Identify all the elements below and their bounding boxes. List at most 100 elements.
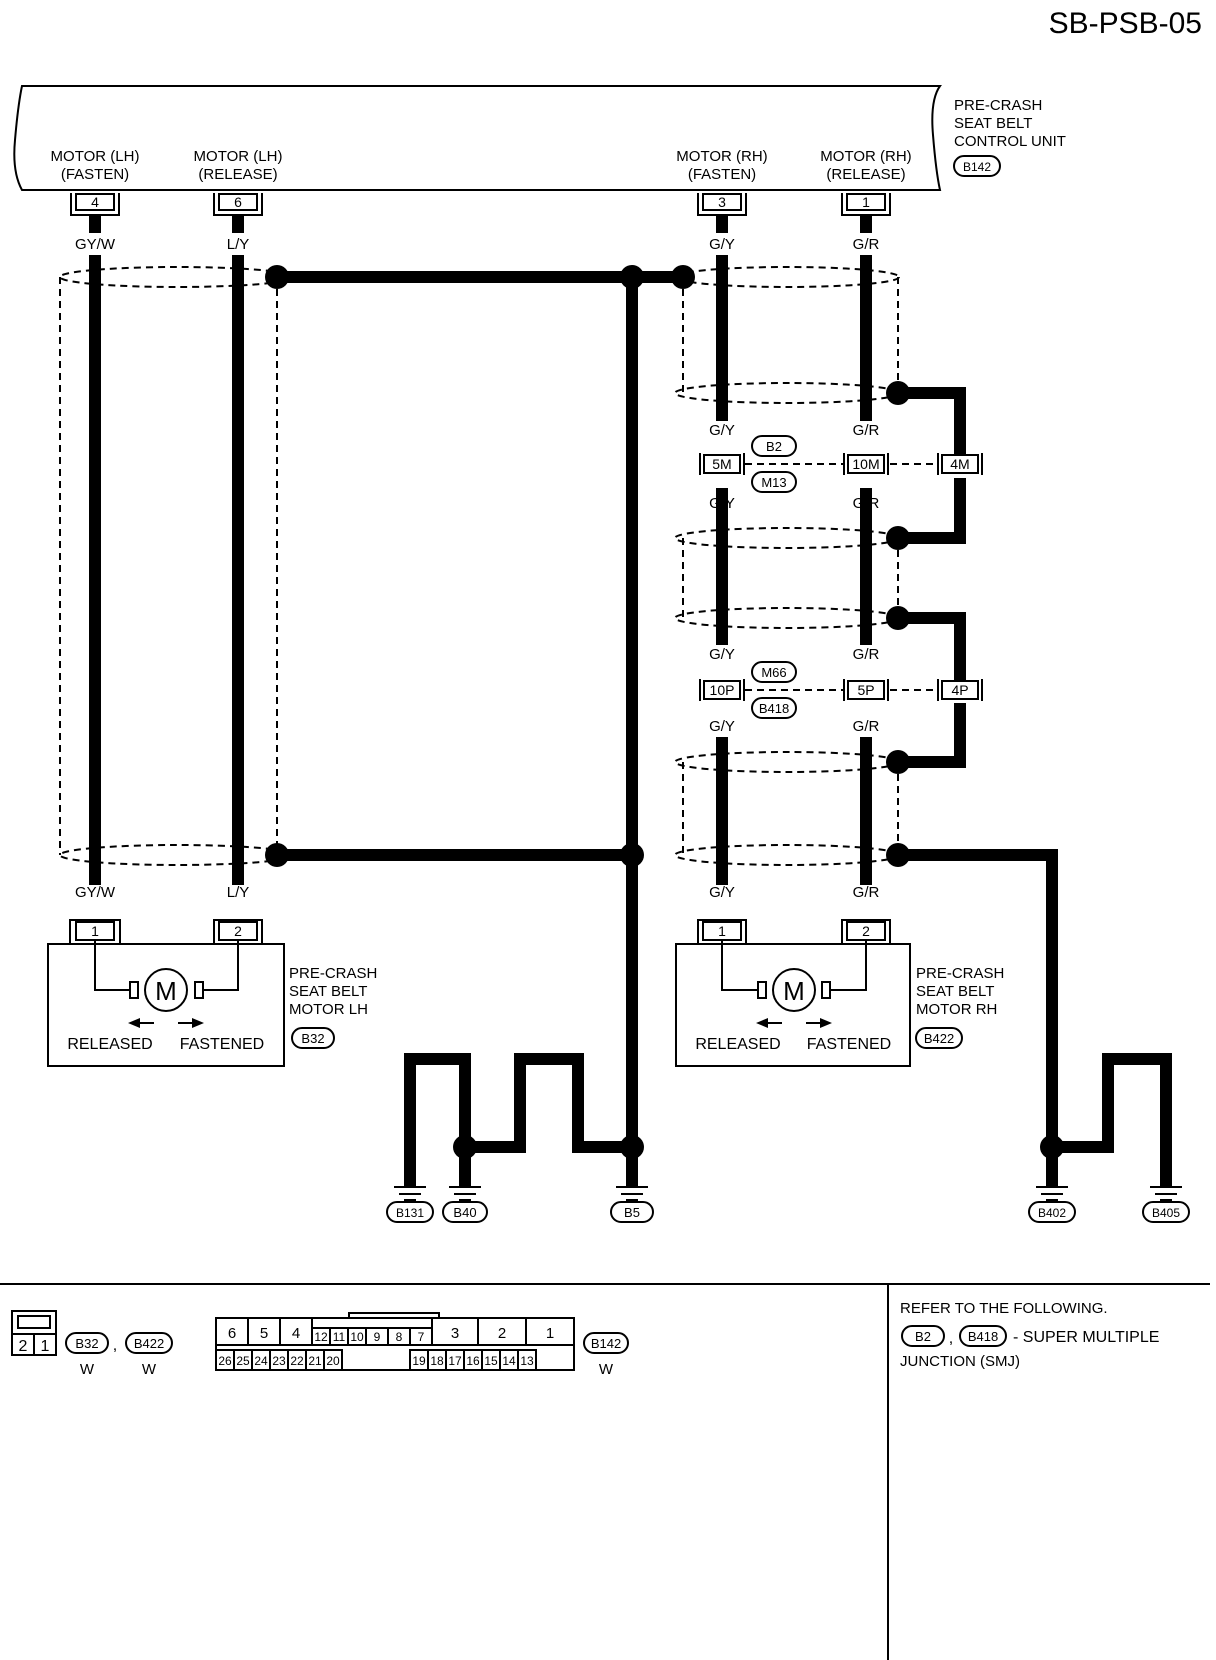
svg-text:FASTENED: FASTENED bbox=[180, 1036, 264, 1053]
svg-text:B405: B405 bbox=[1152, 1206, 1180, 1220]
reference-note: REFER TO THE FOLLOWING. B2 , B418 - SUPE… bbox=[900, 1300, 1159, 1370]
svg-text:GY/W: GY/W bbox=[75, 236, 116, 253]
cavity bbox=[323, 1349, 343, 1371]
terminal-labels: MOTOR (LH) (FASTEN) MOTOR (LH) (RELEASE)… bbox=[51, 148, 912, 183]
svg-text:B40: B40 bbox=[453, 1205, 476, 1220]
ground-wire-labels: B B B B B B B B bbox=[405, 897, 1171, 1110]
cavity-label: 24 bbox=[254, 1354, 268, 1368]
svg-text:B: B bbox=[515, 1093, 525, 1110]
svg-text:1: 1 bbox=[862, 194, 870, 210]
cavity-label: 23 bbox=[272, 1354, 286, 1368]
cavity-label: 20 bbox=[326, 1354, 340, 1368]
cavity-label: 12 bbox=[314, 1330, 328, 1344]
svg-text:G/R: G/R bbox=[853, 884, 880, 901]
cavity-label: 16 bbox=[466, 1354, 480, 1368]
wire-labels-top: GY/W L/Y G/Y G/R bbox=[75, 236, 879, 253]
svg-text:G/Y: G/Y bbox=[709, 646, 735, 663]
svg-text:5M: 5M bbox=[712, 456, 731, 472]
motor-rh: G/Y G/R 1 2 M RELEASED FASTENED PRE-CRAS… bbox=[675, 884, 1004, 1067]
svg-text:5P: 5P bbox=[857, 682, 874, 698]
svg-text:RELEASED: RELEASED bbox=[67, 1036, 152, 1053]
svg-text:MOTOR (LH): MOTOR (LH) bbox=[194, 148, 283, 165]
svg-text:L/Y: L/Y bbox=[227, 884, 250, 901]
svg-text:MOTOR LH: MOTOR LH bbox=[289, 1001, 368, 1018]
svg-text:W: W bbox=[142, 1361, 157, 1378]
cavity-label: 22 bbox=[290, 1354, 304, 1368]
svg-text:B402: B402 bbox=[1038, 1206, 1066, 1220]
cavity bbox=[279, 1317, 313, 1346]
svg-text:G/R: G/R bbox=[853, 236, 880, 253]
control-unit-connector: B142 bbox=[963, 160, 991, 174]
svg-text:(FASTEN): (FASTEN) bbox=[688, 166, 756, 183]
svg-text:M66: M66 bbox=[761, 665, 786, 680]
motor-rh-symbol: M bbox=[783, 976, 805, 1006]
ground-b405: B405 bbox=[1142, 1186, 1190, 1223]
svg-text:(RELEASE): (RELEASE) bbox=[198, 166, 277, 183]
shields bbox=[59, 266, 900, 866]
ground-b40: B40 bbox=[442, 1186, 488, 1223]
svg-text:4P: 4P bbox=[951, 682, 968, 698]
cavity-label: 26 bbox=[218, 1354, 232, 1368]
cavity bbox=[215, 1317, 249, 1346]
cavity-label: 18 bbox=[430, 1354, 444, 1368]
cavity-label: 9 bbox=[374, 1330, 381, 1344]
cavity-label: 7 bbox=[418, 1330, 425, 1344]
cavity-label: 21 bbox=[308, 1354, 322, 1368]
svg-text:G/Y: G/Y bbox=[709, 236, 735, 253]
svg-text:B: B bbox=[627, 1093, 637, 1110]
svg-text:B2: B2 bbox=[766, 439, 782, 454]
control-unit-name-2: SEAT BELT bbox=[954, 115, 1032, 132]
connector-view-small: 2 1 B32 , B422 W W bbox=[11, 1310, 173, 1378]
svg-text:G/R: G/R bbox=[853, 718, 880, 735]
svg-text:RELEASED: RELEASED bbox=[695, 1036, 780, 1053]
svg-text:SEAT BELT: SEAT BELT bbox=[916, 983, 994, 1000]
svg-text:REFER TO THE FOLLOWING.: REFER TO THE FOLLOWING. bbox=[900, 1300, 1108, 1317]
svg-text:FASTENED: FASTENED bbox=[807, 1036, 891, 1053]
svg-text:B: B bbox=[460, 1093, 470, 1110]
svg-text:G/Y: G/Y bbox=[709, 718, 735, 735]
cavity-label: 6 bbox=[228, 1325, 236, 1342]
svg-text:B2: B2 bbox=[915, 1329, 931, 1344]
svg-text:10P: 10P bbox=[710, 682, 735, 698]
svg-text:PRE-CRASH: PRE-CRASH bbox=[289, 965, 377, 982]
svg-text:L/Y: L/Y bbox=[227, 236, 250, 253]
cavity-label: 15 bbox=[484, 1354, 498, 1368]
svg-text:10M: 10M bbox=[852, 456, 879, 472]
cavity-label: 5 bbox=[260, 1325, 268, 1342]
terminal-pins: 4 6 3 1 bbox=[70, 193, 891, 216]
svg-text:B32: B32 bbox=[301, 1031, 324, 1046]
svg-text:W: W bbox=[599, 1361, 614, 1378]
svg-text:MOTOR RH: MOTOR RH bbox=[916, 1001, 997, 1018]
svg-text:(FASTEN): (FASTEN) bbox=[61, 166, 129, 183]
ground-b131: B131 bbox=[386, 1186, 434, 1223]
cavity bbox=[517, 1349, 537, 1371]
control-unit-name-3: CONTROL UNIT bbox=[954, 133, 1066, 150]
svg-text:,: , bbox=[949, 1330, 953, 1347]
cavity-label: 19 bbox=[412, 1354, 426, 1368]
svg-text:6: 6 bbox=[234, 194, 242, 210]
svg-text:1: 1 bbox=[91, 923, 99, 939]
svg-text:MOTOR (RH): MOTOR (RH) bbox=[676, 148, 767, 165]
svg-text:B422: B422 bbox=[134, 1336, 164, 1351]
svg-text:2: 2 bbox=[862, 923, 870, 939]
svg-text:3: 3 bbox=[718, 194, 726, 210]
cavity-label: 11 bbox=[333, 1330, 346, 1344]
cavity-label: 3 bbox=[451, 1325, 459, 1342]
svg-text:1: 1 bbox=[41, 1338, 50, 1355]
svg-text:B: B bbox=[573, 1093, 583, 1110]
svg-text:MOTOR (RH): MOTOR (RH) bbox=[820, 148, 911, 165]
cavity-label: 25 bbox=[236, 1354, 250, 1368]
cavity bbox=[247, 1317, 281, 1346]
svg-text:JUNCTION (SMJ): JUNCTION (SMJ) bbox=[900, 1353, 1020, 1370]
svg-text:,: , bbox=[113, 1337, 117, 1354]
page-id: SB-PSB-05 bbox=[1049, 7, 1202, 40]
motor-lh: GY/W L/Y 1 2 M RELEASED FASTENED PRE-CRA… bbox=[47, 884, 377, 1067]
control-unit-name-1: PRE-CRASH bbox=[954, 97, 1042, 114]
svg-text:MOTOR (LH): MOTOR (LH) bbox=[51, 148, 140, 165]
cavity-label: 4 bbox=[292, 1325, 300, 1342]
cavity bbox=[525, 1317, 575, 1346]
svg-text:B: B bbox=[405, 1093, 415, 1110]
svg-text:G/R: G/R bbox=[853, 495, 880, 512]
